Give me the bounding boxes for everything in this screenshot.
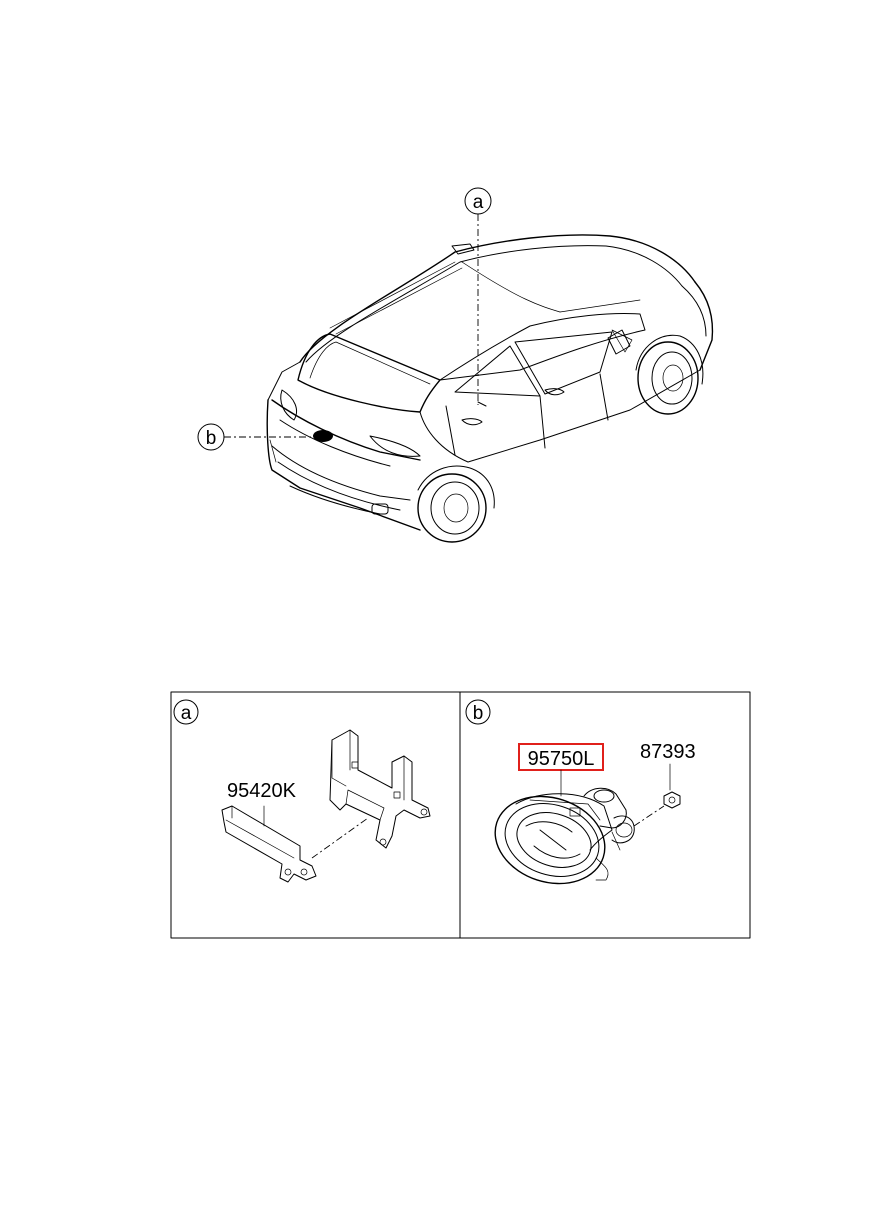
- panel-b: b 95750L 87393: [465, 699, 696, 885]
- callout-b-side: b: [197, 423, 312, 451]
- bracket-drawing: [221, 729, 431, 883]
- bracket-part-number: 95420K: [227, 780, 297, 802]
- car-illustration: [266, 234, 714, 543]
- camera-drawing: [494, 787, 681, 885]
- callout-a-top: a: [464, 187, 492, 405]
- callout-a-top-label: a: [473, 192, 484, 213]
- nut-part-number: 87393: [640, 741, 696, 763]
- callout-b-side-label: b: [206, 428, 217, 449]
- panel-a-label: a: [181, 703, 192, 724]
- panel-a: a 95420K: [173, 699, 431, 883]
- camera-part-number: 95750L: [528, 748, 595, 770]
- panel-b-label: b: [473, 703, 484, 724]
- detail-panels: [170, 691, 751, 939]
